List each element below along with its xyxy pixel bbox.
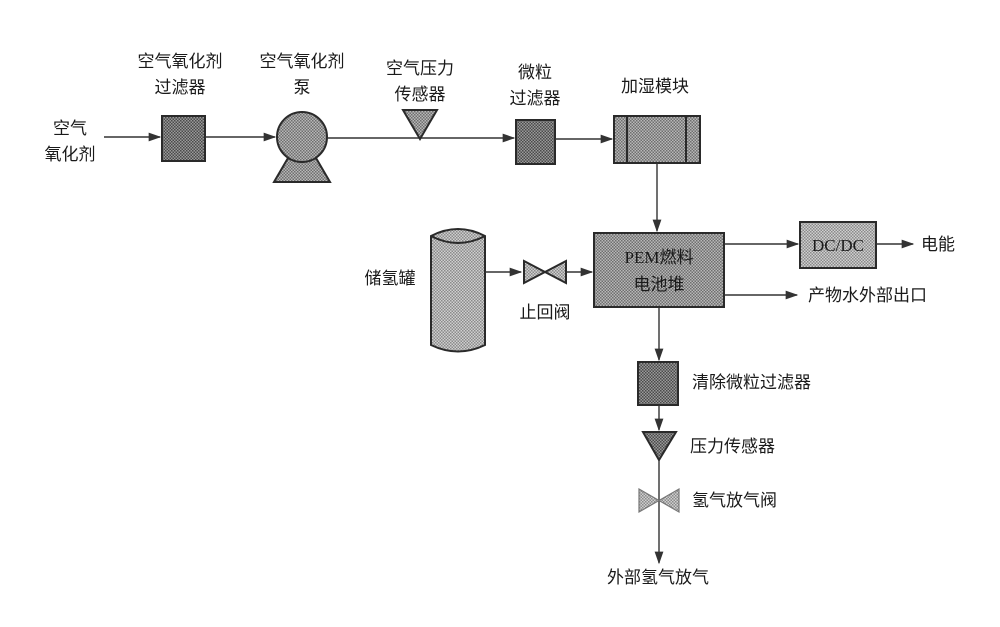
particle-filter-box — [515, 119, 556, 165]
purge-valve-label: 氢气放气阀 — [692, 491, 777, 511]
pressure-sensor-triangle — [641, 431, 678, 462]
electric-output-label: 电能 — [921, 235, 955, 255]
dcdc-label: DC/DC — [812, 236, 864, 255]
purge-valve-symbol — [638, 487, 680, 514]
hydrogen-tank-top — [430, 235, 486, 244]
hydrogen-tank: 储氢罐 — [365, 228, 486, 353]
air-input: 空气 氧化剂 — [45, 119, 96, 165]
check-valve-label: 止回阀 — [520, 303, 571, 323]
pem-stack-label-line1: PEM燃料 — [625, 248, 694, 267]
hydrogen-tank-label: 储氢罐 — [365, 269, 416, 289]
air-pressure-sensor: 空气压力 传感器 — [386, 59, 454, 141]
air-pump-body — [276, 111, 328, 163]
purge-filter-box — [637, 361, 679, 406]
pressure-sensor: 压力传感器 — [641, 431, 775, 462]
particle-filter-label-line2: 过滤器 — [510, 89, 561, 109]
pem-stack-label-line2: 电池堆 — [634, 275, 685, 295]
purge-filter: 清除微粒过滤器 — [637, 361, 811, 406]
air-filter-label-line1: 空气氧化剂 — [138, 52, 223, 72]
dcdc-converter: DC/DC — [799, 221, 877, 269]
air-input-label-line2: 氧化剂 — [45, 145, 96, 165]
air-pressure-sensor-label-line1: 空气压力 — [386, 59, 454, 79]
particle-filter: 微粒 过滤器 — [510, 63, 561, 165]
air-pump-label-line1: 空气氧化剂 — [260, 52, 345, 72]
air-filter-label-line2: 过滤器 — [155, 78, 206, 98]
air-pressure-sensor-label-line2: 传感器 — [395, 85, 446, 105]
check-valve-symbol — [523, 259, 567, 285]
air-pressure-sensor-triangle — [401, 109, 439, 141]
purge-filter-label: 清除微粒过滤器 — [692, 373, 811, 393]
air-pump-label-line2: 泵 — [294, 78, 311, 98]
dcdc-box — [799, 221, 877, 269]
humidifier-label: 加湿模块 — [621, 77, 689, 97]
purge-valve: 氢气放气阀 — [638, 487, 777, 514]
air-input-label-line1: 空气 — [53, 119, 87, 139]
air-filter: 空气氧化剂 过滤器 — [138, 52, 223, 162]
water-outlet-label: 产物水外部出口 — [808, 286, 927, 306]
air-pump: 空气氧化剂 泵 — [260, 52, 345, 183]
check-valve: 止回阀 — [520, 259, 571, 323]
pem-stack-box — [593, 232, 725, 308]
pem-stack: PEM燃料 电池堆 — [593, 232, 725, 308]
particle-filter-label-line1: 微粒 — [518, 63, 552, 83]
external-purge-label: 外部氢气放气 — [607, 568, 709, 588]
humidifier: 加湿模块 — [613, 77, 701, 164]
air-filter-box — [161, 115, 206, 162]
pressure-sensor-label: 压力传感器 — [690, 437, 775, 457]
hydrogen-tank-body — [430, 228, 486, 353]
